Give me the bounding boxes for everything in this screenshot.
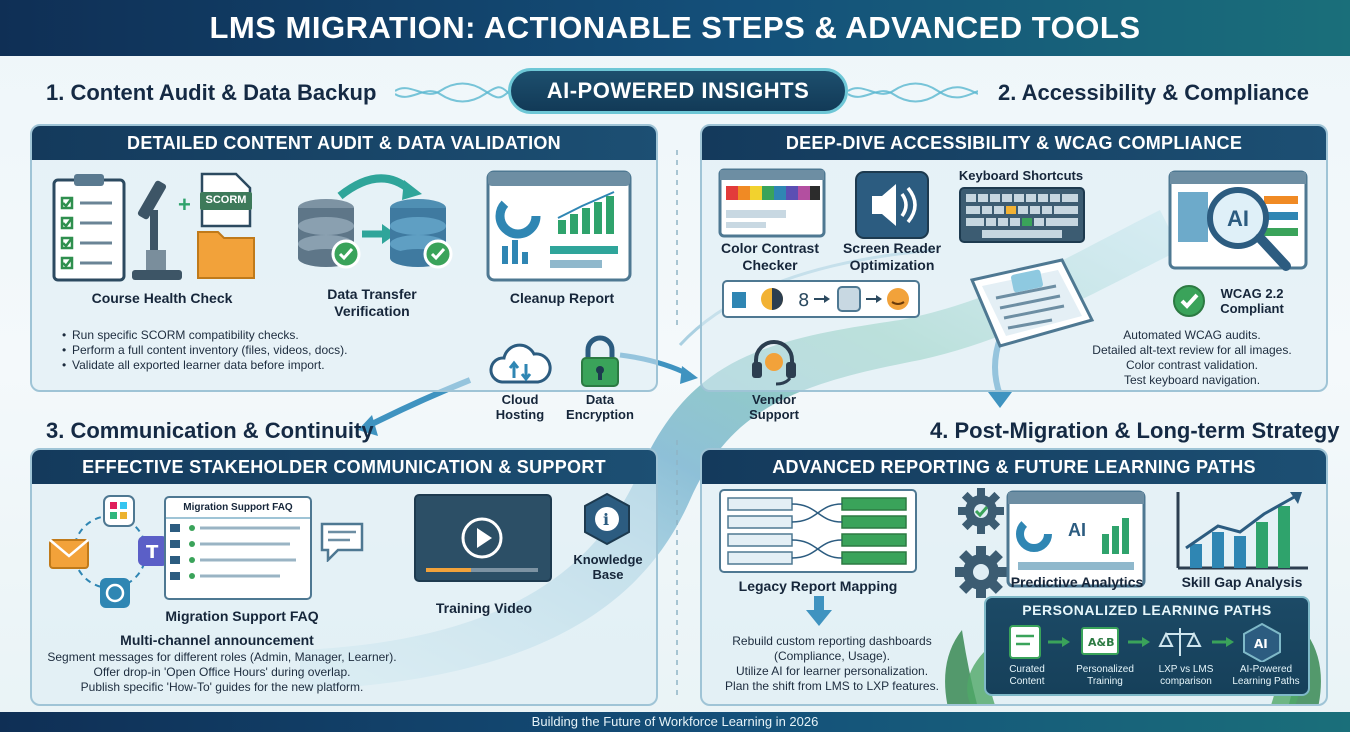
ai-magnifier-icon (1168, 170, 1308, 271)
video-progress-fill (426, 568, 471, 572)
plp-flow-icons: A&B AI (1009, 622, 1281, 662)
cloud-icon (489, 343, 552, 384)
down-arrow-icon (806, 596, 832, 626)
bullet-item: Detailed alt-text review for all images. (1092, 343, 1292, 357)
wave-decoration-right (848, 82, 978, 103)
report-mapping-icon (719, 489, 917, 573)
panel-content-audit-header: DETAILED CONTENT AUDIT & DATA VALIDATION (32, 126, 656, 160)
clipboard-microscope-icon (52, 174, 182, 282)
multichannel-subheading: Multi-channel announcement (120, 632, 314, 648)
knowledge-base-label: Knowledge Base (573, 552, 643, 582)
predictive-analytics-label: Predictive Analytics (1010, 574, 1144, 590)
panel-post-migration-lines: Rebuild custom reporting dashboards (Com… (702, 634, 962, 694)
ai-powered-insights-badge: AI-POWERED INSIGHTS (508, 68, 848, 114)
data-encryption-label: Data Encryption (566, 392, 634, 422)
wave-decoration-left (395, 82, 510, 103)
step-1-heading: 1. Content Audit & Data Backup (46, 80, 377, 105)
panel-accessibility-bullets: Automated WCAG audits. Detailed alt-text… (1072, 328, 1312, 388)
step-4-heading: 4. Post-Migration & Long-term Strategy (930, 418, 1340, 443)
skill-gap-chart-icon (1176, 492, 1308, 570)
skill-gap-analysis-label: Skill Gap Analysis (1181, 574, 1303, 590)
gear-icon (955, 488, 1007, 598)
faq-list-icon (170, 524, 300, 580)
color-contrast-label: Color Contrast Checker (721, 240, 819, 273)
line-item: Offer drop-in 'Open Office Hours' during… (93, 665, 351, 679)
step-2-heading: 2. Accessibility & Compliance (998, 80, 1309, 105)
legacy-report-mapping-label: Legacy Report Mapping (738, 578, 898, 594)
plp-title: PERSONALIZED LEARNING PATHS (1022, 602, 1272, 618)
plp-step-personalized-training: Personalized Training (1076, 664, 1134, 687)
panel-communication-header: EFFECTIVE STAKEHOLDER COMMUNICATION & SU… (32, 450, 656, 484)
svg-text:T: T (146, 542, 159, 563)
analytics-dashboard-icon (1006, 490, 1146, 588)
scorm-tag: SCORM (205, 194, 247, 206)
line-item: Rebuild custom reporting dashboards (Com… (732, 634, 932, 663)
panel-post-migration: ADVANCED REPORTING & FUTURE LEARNING PAT… (700, 448, 1328, 706)
step-3-heading: 3. Communication & Continuity (46, 418, 374, 443)
panel-communication-lines: Segment messages for different roles (Ad… (32, 650, 432, 695)
vendor-support-label: Vendor Support (749, 392, 799, 422)
svg-text:A&B: A&B (1088, 636, 1115, 649)
svg-text:8: 8 (798, 290, 809, 311)
line-item: Segment messages for different roles (Ad… (47, 650, 397, 664)
cleanup-report-label: Cleanup Report (509, 290, 615, 306)
training-video-label: Training Video (435, 600, 533, 616)
faq-window: Migration Support FAQ (164, 496, 312, 600)
panel-content-audit-bullets: Run specific SCORM compatibility checks.… (62, 328, 482, 373)
play-icon[interactable] (460, 516, 504, 560)
svg-text:AI: AI (1254, 637, 1268, 651)
lock-icon (581, 335, 619, 387)
svg-text:i: i (603, 510, 609, 529)
ai-magnifier-label: AI (1227, 206, 1249, 231)
wcag-check-icon (1173, 285, 1205, 317)
bullet-item: Validate all exported learner data befor… (62, 358, 482, 373)
faq-window-title: Migration Support FAQ (166, 498, 310, 519)
line-item: Plan the shift from LMS to LXP features. (725, 679, 939, 693)
report-dashboard-icon (486, 170, 632, 282)
plp-step-curated-content: Curated Content (1009, 664, 1045, 687)
plus-icon: + (178, 192, 191, 217)
panel-accessibility-header: DEEP-DIVE ACCESSIBILITY & WCAG COMPLIANC… (702, 126, 1326, 160)
footer-tagline: Building the Future of Workforce Learnin… (0, 712, 1350, 732)
bullet-item: Run specific SCORM compatibility checks. (62, 328, 482, 343)
analytics-ai-label: AI (1068, 520, 1086, 540)
accessibility-sequence-icons: 8 (732, 286, 909, 312)
keyboard-icon (959, 187, 1085, 243)
line-item: Publish specific 'How-To' guides for the… (80, 680, 364, 694)
keyboard-shortcuts-label: Keyboard Shortcuts (958, 168, 1084, 183)
video-progress-bar[interactable] (426, 568, 538, 572)
cloud-hosting-label: Cloud Hosting (495, 392, 545, 422)
faq-label: Migration Support FAQ (165, 608, 319, 624)
plp-step-ai-learning-paths: AI-Powered Learning Paths (1232, 664, 1300, 687)
panel-communication: EFFECTIVE STAKEHOLDER COMMUNICATION & SU… (30, 448, 658, 706)
wcag-badge-label: WCAG 2.2 Compliant (1220, 286, 1284, 316)
plp-step-lxp-lms-comparison: LXP vs LMS comparison (1158, 664, 1214, 687)
bullet-item: Test keyboard navigation. (1123, 373, 1261, 387)
line-item: Utilize AI for learner personalization. (735, 664, 929, 678)
bullet-item: Automated WCAG audits. (1123, 328, 1261, 342)
panel-post-migration-header: ADVANCED REPORTING & FUTURE LEARNING PAT… (702, 450, 1326, 484)
screen-reader-label: Screen Reader Optimization (842, 240, 942, 273)
page-title: LMS MIGRATION: ACTIONABLE STEPS & ADVANC… (0, 0, 1350, 56)
communication-channels-icon: T (49, 495, 168, 608)
panel-accessibility: DEEP-DIVE ACCESSIBILITY & WCAG COMPLIANC… (700, 124, 1328, 392)
bullet-item: Color contrast validation. (1125, 358, 1259, 372)
data-transfer-verification-label: Data Transfer Verification (327, 286, 417, 319)
scorm-package-icon (197, 172, 255, 279)
headset-icon (752, 340, 796, 386)
knowledge-base-icon: i (584, 492, 630, 546)
speaker-icon (855, 171, 929, 239)
bullet-item: Perform a full content inventory (files,… (62, 343, 482, 358)
chat-bubble-icon (320, 522, 364, 562)
tablet-audit-icon (969, 258, 1095, 348)
course-health-check-label: Course Health Check (91, 290, 233, 306)
color-contrast-icon (718, 168, 826, 238)
database-transfer-icon (298, 174, 453, 269)
panel-content-audit: DETAILED CONTENT AUDIT & DATA VALIDATION… (30, 124, 658, 392)
